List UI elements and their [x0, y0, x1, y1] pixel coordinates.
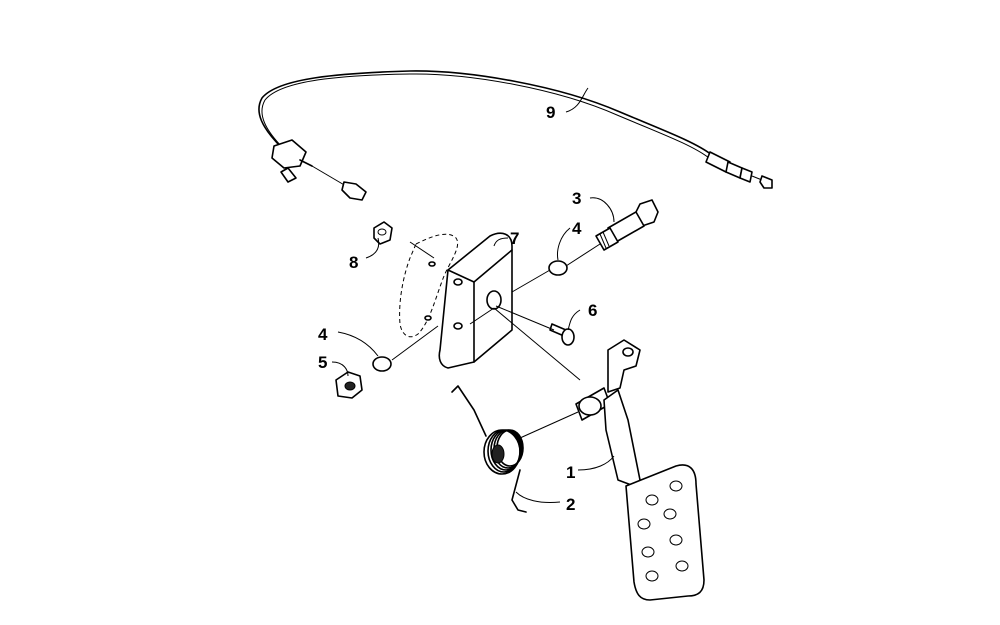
gasket-outline — [399, 233, 458, 338]
leader-lines — [331, 87, 615, 503]
nut-lower — [335, 371, 363, 399]
callout-label: 8 — [349, 253, 358, 272]
callout-label: 2 — [566, 495, 575, 514]
callout-label: 3 — [572, 189, 581, 208]
screw — [549, 323, 575, 346]
callout-label: 9 — [546, 103, 555, 122]
pivot-stud — [595, 199, 659, 251]
washer-lower — [372, 356, 392, 372]
callout-label: 4 — [572, 219, 582, 238]
throttle-cable — [258, 70, 773, 201]
torsion-spring — [451, 385, 527, 513]
throttle-pedal — [575, 339, 705, 601]
callout-label: 6 — [588, 301, 597, 320]
callout-label: 4 — [318, 325, 328, 344]
washer-upper — [548, 260, 568, 276]
callout-labels: 9 3 4 7 8 6 4 5 1 2 — [318, 103, 597, 514]
callout-label: 1 — [566, 463, 575, 482]
nut-upper — [373, 221, 393, 245]
callout-label: 7 — [510, 229, 519, 248]
mounting-bracket — [424, 232, 513, 369]
assembly-lines — [391, 241, 601, 439]
callout-label: 5 — [318, 353, 327, 372]
